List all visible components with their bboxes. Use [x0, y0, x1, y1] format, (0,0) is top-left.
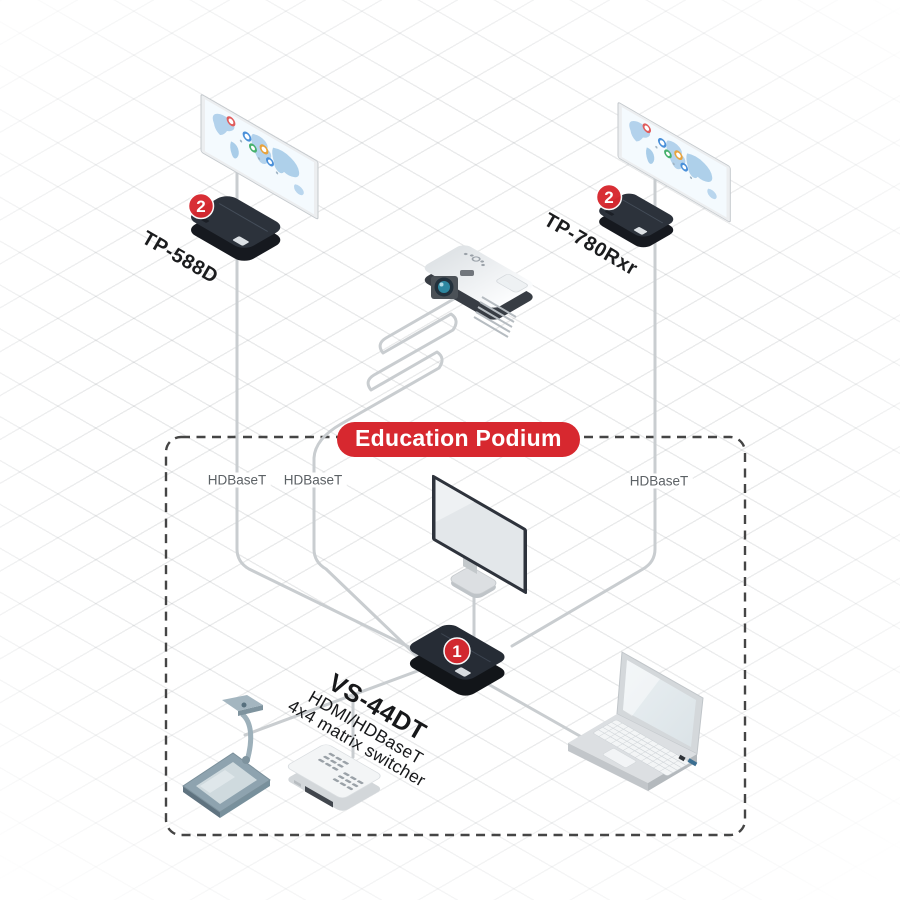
badges: 2 2 1 [187, 183, 623, 665]
cable-hdbaset-right [510, 168, 657, 648]
cable-projector-coil [312, 294, 461, 690]
badge-receiver-left: 2 [187, 192, 215, 220]
badge-switcher: 1 [443, 637, 471, 665]
education-podium-label: Education Podium [337, 422, 580, 457]
laptop [568, 651, 704, 791]
svg-text:2: 2 [196, 197, 205, 216]
media-player [287, 744, 381, 811]
projector-controls [463, 252, 528, 293]
cables [235, 164, 657, 759]
document-camera-arm [240, 712, 254, 762]
cable-hdbaset-left [235, 164, 450, 668]
media-player-vents [318, 752, 364, 791]
hdbaset-label-left: HDBaseT [203, 472, 271, 488]
cable-document-camera [243, 658, 449, 737]
projector-lens [431, 270, 474, 299]
media-player-slot [305, 786, 333, 808]
hdbaset-label-middle: HDBaseT [279, 472, 347, 488]
projector-vents [473, 296, 517, 338]
monitor [432, 474, 527, 598]
svg-text:1: 1 [452, 642, 461, 661]
document-camera [182, 695, 271, 818]
svg-text:2: 2 [604, 188, 613, 207]
laptop-keyboard [593, 719, 690, 776]
projector [424, 245, 533, 338]
hdbaset-label-right: HDBaseT [625, 473, 693, 489]
badge-receiver-right: 2 [595, 183, 623, 211]
